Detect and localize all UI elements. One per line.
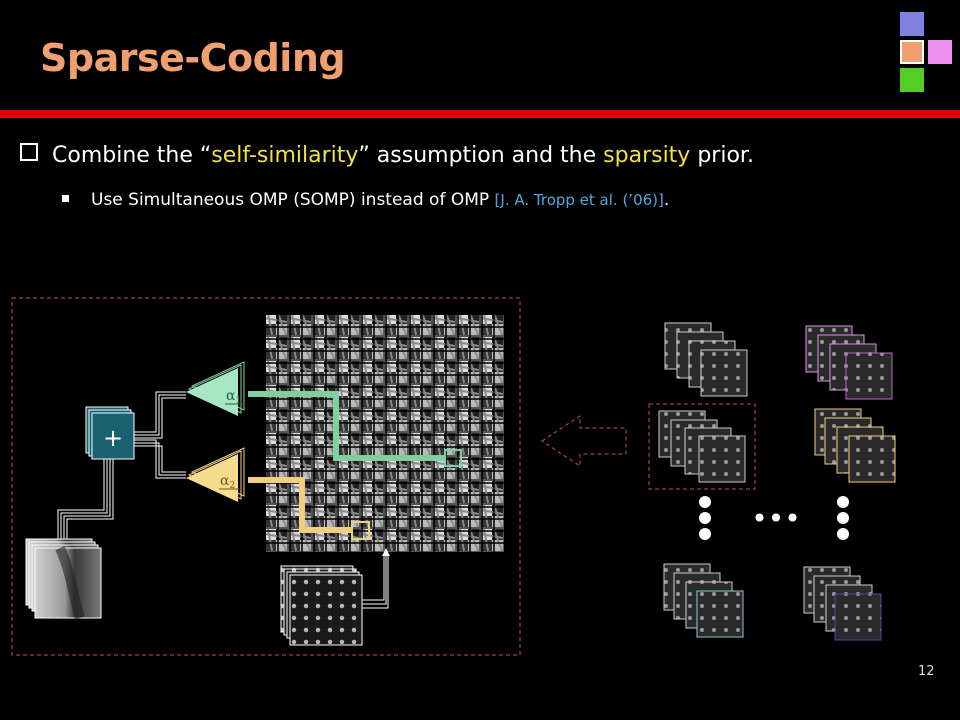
bullet-main-highlight-sparsity: sparsity: [603, 143, 691, 168]
slide-title: Sparse-Coding: [40, 36, 346, 80]
checkbox-bullet-icon: [20, 143, 38, 161]
left-arrow-icon: [541, 415, 627, 467]
output-patch-stack: [25, 538, 102, 620]
bullet-sub-text-2: .: [663, 190, 670, 210]
alpha1-label: α1: [226, 388, 241, 406]
patch-group-top-left: [664, 322, 748, 397]
citation-reference: [J. A. Tropp et al. (’06)]: [494, 191, 664, 209]
corner-square-green: [900, 68, 924, 92]
dictionary-grid: [266, 315, 504, 552]
sum-block: [85, 406, 135, 460]
patch-group-middle-right: [814, 408, 896, 483]
plus-sign: +: [103, 424, 123, 452]
patch-group-bottom-left: [663, 563, 744, 638]
alpha2-triangle: [186, 447, 245, 502]
patch-group-bottom-right: [803, 566, 882, 641]
bullet-main-text-2: ” assumption and the: [358, 143, 604, 168]
input-patch-stack: [280, 565, 363, 646]
page-number: 12: [918, 664, 935, 679]
output-wires: [57, 459, 114, 545]
title-divider: [0, 110, 960, 118]
patch-group-middle-left-selected: [648, 403, 756, 490]
combine-wires: [134, 391, 186, 479]
input-wires: [362, 554, 389, 609]
bullet-sub: Use Simultaneous OMP (SOMP) instead of O…: [62, 190, 669, 210]
alpha2-label: α2: [220, 473, 235, 491]
left-diagram-frame: [11, 297, 521, 656]
up-arrowhead-icon: [382, 548, 390, 556]
vertical-ellipsis-left-icon: [699, 496, 711, 540]
bullet-sub-text-1: Use Simultaneous OMP (SOMP) instead of O…: [91, 190, 495, 210]
corner-square-orange: [900, 40, 924, 64]
vertical-ellipsis-right-icon: [837, 496, 849, 540]
horizontal-ellipsis: •••: [751, 502, 801, 535]
bullet-main-text-1: Combine the “: [52, 143, 212, 168]
corner-square-pink: [928, 40, 952, 64]
bullet-main-text-3: prior.: [690, 143, 754, 168]
bullet-main: Combine the “self-similarity” assumption…: [20, 143, 754, 168]
square-bullet-icon: [62, 195, 69, 202]
patch-group-top-right: [805, 325, 893, 400]
alpha1-selection-path: [248, 391, 462, 467]
corner-square-blue: [900, 12, 924, 36]
bullet-main-highlight-self-similarity: self-similarity: [211, 143, 359, 168]
alpha2-selection-path: [248, 477, 370, 540]
